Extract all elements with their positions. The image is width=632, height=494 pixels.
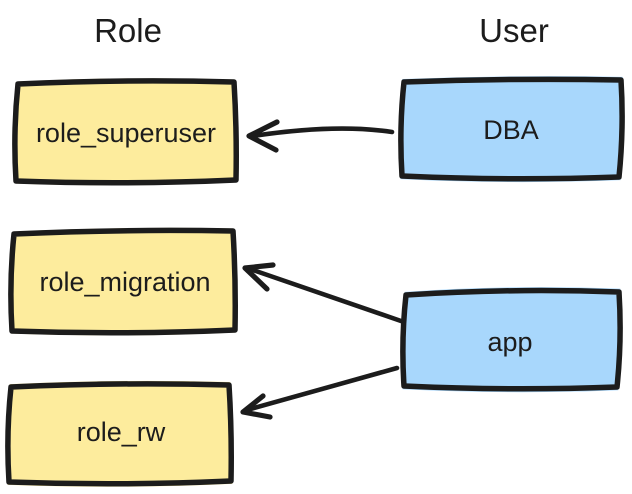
app-label: app (487, 327, 532, 357)
arrow-app-to-role-migration (242, 262, 404, 324)
dba-box (398, 76, 625, 182)
node-app (400, 287, 623, 393)
arrow-head (246, 119, 280, 153)
role-superuser-label: role_superuser (36, 118, 216, 148)
nodes (5, 76, 625, 487)
dba-label: DBA (483, 115, 539, 145)
arrow-dba-to-role-superuser (246, 119, 395, 153)
role-migration-label: role_migration (39, 267, 210, 297)
role-rw-label: role_rw (77, 417, 166, 447)
role-superuser-box (12, 78, 239, 186)
node-dba (398, 76, 625, 183)
column-title-user: User (479, 12, 549, 49)
edges (240, 119, 404, 420)
node-role-migration (8, 227, 238, 336)
arrow-shaft (247, 266, 404, 324)
arrow-app-to-role-rw (240, 365, 400, 420)
arrow-shaft (244, 365, 400, 413)
arrow-shaft (250, 126, 395, 139)
arrow-head (240, 393, 273, 420)
app-box (400, 287, 623, 392)
arrow-head (242, 262, 276, 292)
labels: Role User role_superuser role_migration … (36, 12, 549, 447)
node-role-superuser (12, 78, 239, 186)
column-title-role: Role (94, 12, 162, 49)
role-migration-box (8, 227, 238, 336)
role-rw-box (5, 381, 234, 487)
node-role-rw (5, 380, 234, 487)
